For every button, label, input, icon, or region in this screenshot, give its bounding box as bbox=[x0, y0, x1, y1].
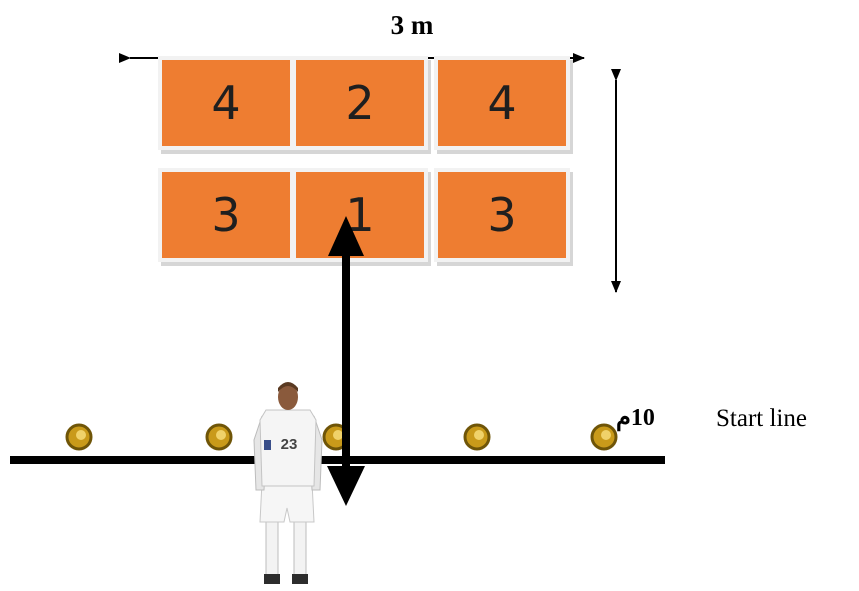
target-cell: 3 bbox=[438, 172, 566, 258]
ball-icon bbox=[463, 423, 491, 451]
target-cell: 4 bbox=[438, 60, 566, 146]
ball-icon bbox=[590, 423, 618, 451]
start-line-label: Start line bbox=[716, 405, 807, 432]
target-cell: 4 bbox=[162, 60, 290, 146]
ball-icon bbox=[65, 423, 93, 451]
start-line bbox=[10, 456, 665, 464]
target-cell: 2 bbox=[296, 60, 424, 146]
jersey-number: 23 bbox=[280, 436, 298, 453]
target-cell: 3 bbox=[162, 172, 290, 258]
player-figure bbox=[253, 382, 323, 584]
distance-label: 10م bbox=[616, 405, 655, 431]
ball-icon bbox=[205, 423, 233, 451]
target-cell: 1 bbox=[296, 172, 424, 258]
width-label: 3 m bbox=[390, 10, 434, 40]
